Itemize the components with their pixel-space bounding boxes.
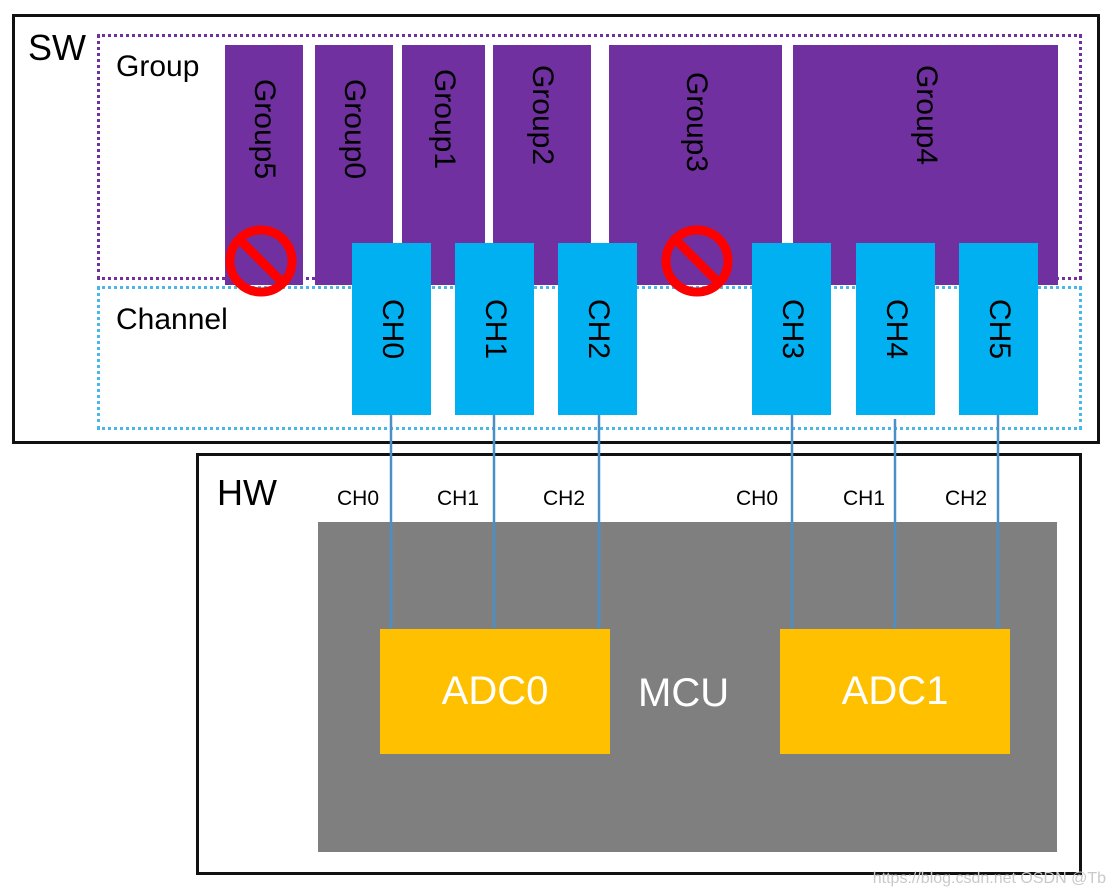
no-entry-icon — [225, 225, 297, 297]
channel-block-ch0[interactable]: CH0 — [352, 243, 431, 415]
no-entry-icon — [661, 225, 733, 297]
hw-channel-label: CH1 — [843, 487, 886, 510]
hw-channel-label: CH0 — [337, 487, 380, 510]
adc1-block[interactable]: ADC1 — [780, 629, 1010, 754]
group-row-label: Group — [116, 50, 200, 83]
hw-channel-label: CH0 — [736, 487, 779, 510]
hw-channel-label: CH1 — [437, 487, 480, 510]
adc0-label: ADC0 — [441, 669, 549, 713]
mcu-label: MCU — [638, 671, 730, 715]
hw-channel-label: CH2 — [543, 487, 586, 510]
watermark: https://blog.csdn.net OSDN @Tb — [872, 870, 1106, 887]
adc1-label: ADC1 — [841, 669, 949, 713]
channel-block-ch3[interactable]: CH3 — [752, 243, 831, 415]
hw-label: HW — [217, 472, 277, 513]
channel-block-ch4[interactable]: CH4 — [856, 243, 935, 415]
adc0-block[interactable]: ADC0 — [380, 629, 610, 754]
hw-frame — [196, 453, 1082, 875]
sw-label: SW — [28, 27, 86, 68]
channel-row-label: Channel — [116, 303, 228, 336]
sw-frame — [12, 14, 1100, 444]
hw-channel-label: CH2 — [945, 487, 988, 510]
channel-block-ch5[interactable]: CH5 — [959, 243, 1038, 415]
channel-block-ch1[interactable]: CH1 — [455, 243, 534, 415]
channel-block-ch2[interactable]: CH2 — [558, 243, 637, 415]
